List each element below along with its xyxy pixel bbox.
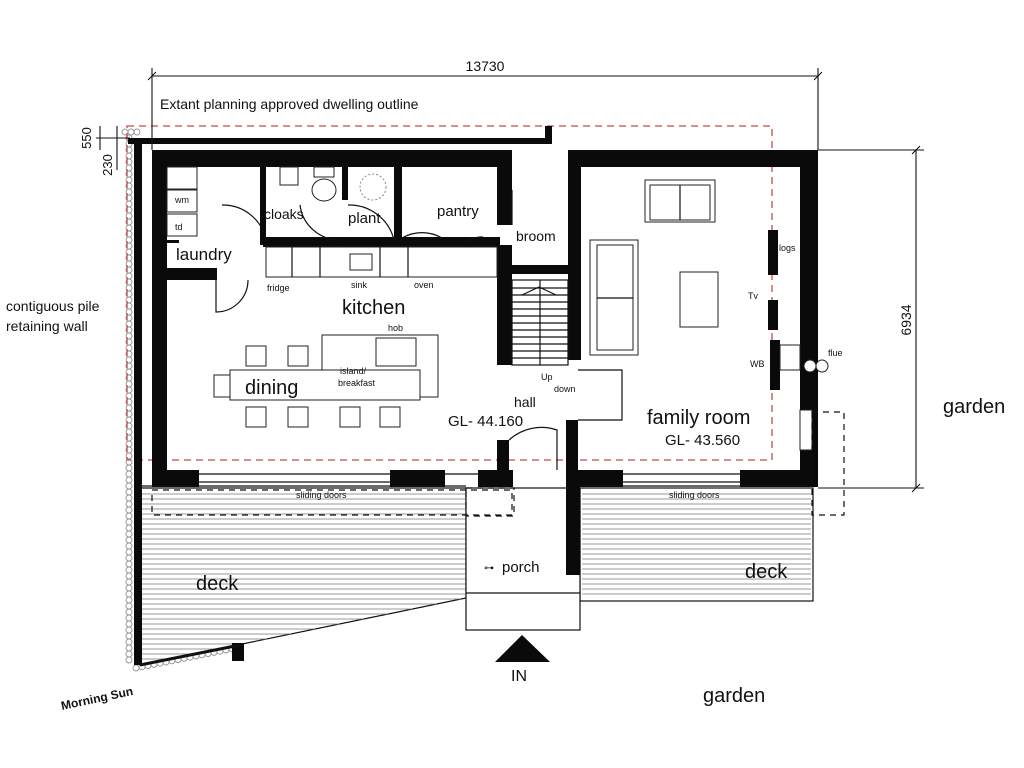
entry-arrow [495,635,550,662]
label-hob: hob [388,323,403,333]
label-flue: flue [828,348,843,358]
label-family-level: GL- 43.560 [665,432,740,449]
walls [128,126,818,665]
label-sliding-left: sliding doors [296,490,347,500]
label-kitchen: kitchen [342,297,405,319]
porch-area [465,487,581,631]
approved-outline [126,125,773,461]
label-sliding-right: sliding doors [669,490,720,500]
deck-left-area [139,487,467,666]
label-family-room: family room [647,407,750,429]
label-cloaks: cloaks [264,206,304,222]
retaining-wall-line2: retaining wall [6,318,88,334]
label-garden-right: garden [943,396,1005,418]
outline-note: Extant planning approved dwelling outlin… [160,96,419,112]
label-morning-sun: Morning Sun [60,684,135,713]
overall-depth-label: 6934 [898,304,914,335]
label-td: td [175,222,183,232]
porch-mat-icon: ⊶ [484,563,494,574]
label-oven: oven [414,280,434,290]
label-broom: broom [516,228,556,244]
wc-fixtures [279,166,387,202]
retaining-wall-line1: contiguous pile [6,298,100,314]
label-island-2: breakfast [338,378,376,388]
family-furniture [589,179,829,451]
label-deck-left: deck [196,573,239,595]
label-hall-level: GL- 44.160 [448,413,523,430]
label-laundry: laundry [176,245,232,264]
offset-a-label: 550 [79,127,94,149]
pile-retaining-wall [121,128,236,672]
label-wb: WB [750,359,765,369]
offset-b-label: 230 [100,154,115,176]
label-sink: sink [351,280,368,290]
laundry-appliances [166,166,198,237]
stair [511,279,569,366]
label-tv: Tv [748,291,758,301]
label-logs: logs [779,243,796,253]
label-down: down [554,384,576,394]
kitchen-counter [265,246,498,278]
label-hall: hall [514,394,536,410]
overall-width-label: 13730 [466,58,505,74]
deck-right-area [579,487,814,602]
label-fridge: fridge [267,283,290,293]
label-porch: porch [502,559,540,576]
label-plant: plant [348,210,381,227]
label-deck-right: deck [745,561,788,583]
label-garden-bottom: garden [703,685,765,707]
label-pantry: pantry [437,203,479,220]
label-island-1: island/ [340,366,367,376]
dining-table [213,345,421,428]
dimension-lines [96,68,924,493]
sliding-doors [140,473,813,487]
label-entry: IN [511,668,527,685]
label-wm: wm [174,195,189,205]
label-up: Up [541,372,553,382]
label-dining: dining [245,377,298,399]
